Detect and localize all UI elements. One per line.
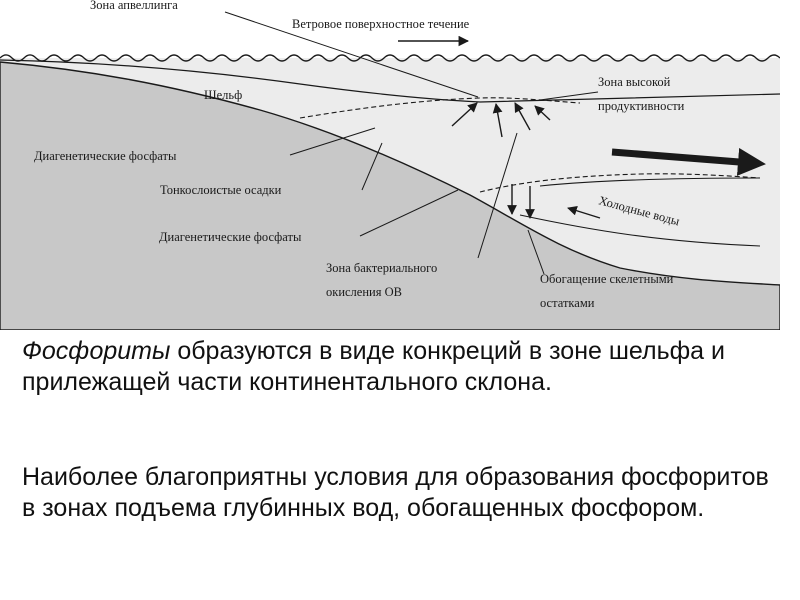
upwelling-arrow-3	[514, 102, 531, 131]
big-current-arrow	[611, 147, 766, 176]
label-thin-layered: Тонкослоистые осадки	[160, 183, 282, 197]
label-diagenetic-lower: Диагенетические фосфаты	[159, 230, 302, 244]
upwelling-arrow-1	[451, 102, 478, 127]
dashed-boundary-lower	[479, 173, 761, 193]
upwelling-arrow-2	[492, 103, 503, 138]
leader-skeletal	[527, 229, 545, 275]
label-wind-current: Ветровое поверхностное течение	[292, 17, 470, 31]
leader-thin-layered	[361, 142, 383, 191]
upper-current-line	[0, 59, 780, 103]
cold-water-line-2	[519, 214, 761, 247]
label-high-productivity-2: продуктивности	[598, 99, 685, 113]
label-skeletal-2: остатками	[540, 296, 595, 310]
label-skeletal-1: Обогащение скелетными	[540, 272, 674, 286]
leader-diagenetic-upper	[289, 127, 376, 156]
label-bacterial-2: окисления ОВ	[326, 285, 402, 299]
caption-paragraph-1: Фосфориты образуются в виде конкреций в …	[22, 336, 782, 398]
caption-term: Фосфориты	[22, 337, 171, 365]
cold-waters-arrow	[567, 205, 601, 219]
label-high-productivity-1: Зона высокой	[598, 75, 671, 89]
caption-paragraph-1-text: образуются в виде конкреций в зоне шельф…	[22, 337, 725, 396]
label-diagenetic-upper: Диагенетические фосфаты	[34, 149, 177, 163]
leader-high-productivity	[539, 91, 599, 101]
leader-diagenetic-lower	[359, 189, 459, 237]
leader-upwelling	[224, 11, 479, 98]
seabed	[0, 61, 780, 330]
leader-bacterial	[477, 132, 518, 259]
upwelling-phosphorite-diagram: Зона апвеллинга Ветровое поверхностное т…	[0, 0, 780, 330]
label-upwelling-zone: Зона апвеллинга	[90, 0, 178, 12]
label-shelf: Шельф	[204, 88, 242, 102]
cold-water-line-1	[539, 177, 761, 187]
label-bacterial-1: Зона бактериального	[326, 261, 437, 275]
caption-paragraph-2: Наиболее благоприятны условия для образо…	[22, 463, 769, 522]
upwelling-arrow-4	[534, 105, 551, 121]
sea-surface	[0, 54, 780, 62]
